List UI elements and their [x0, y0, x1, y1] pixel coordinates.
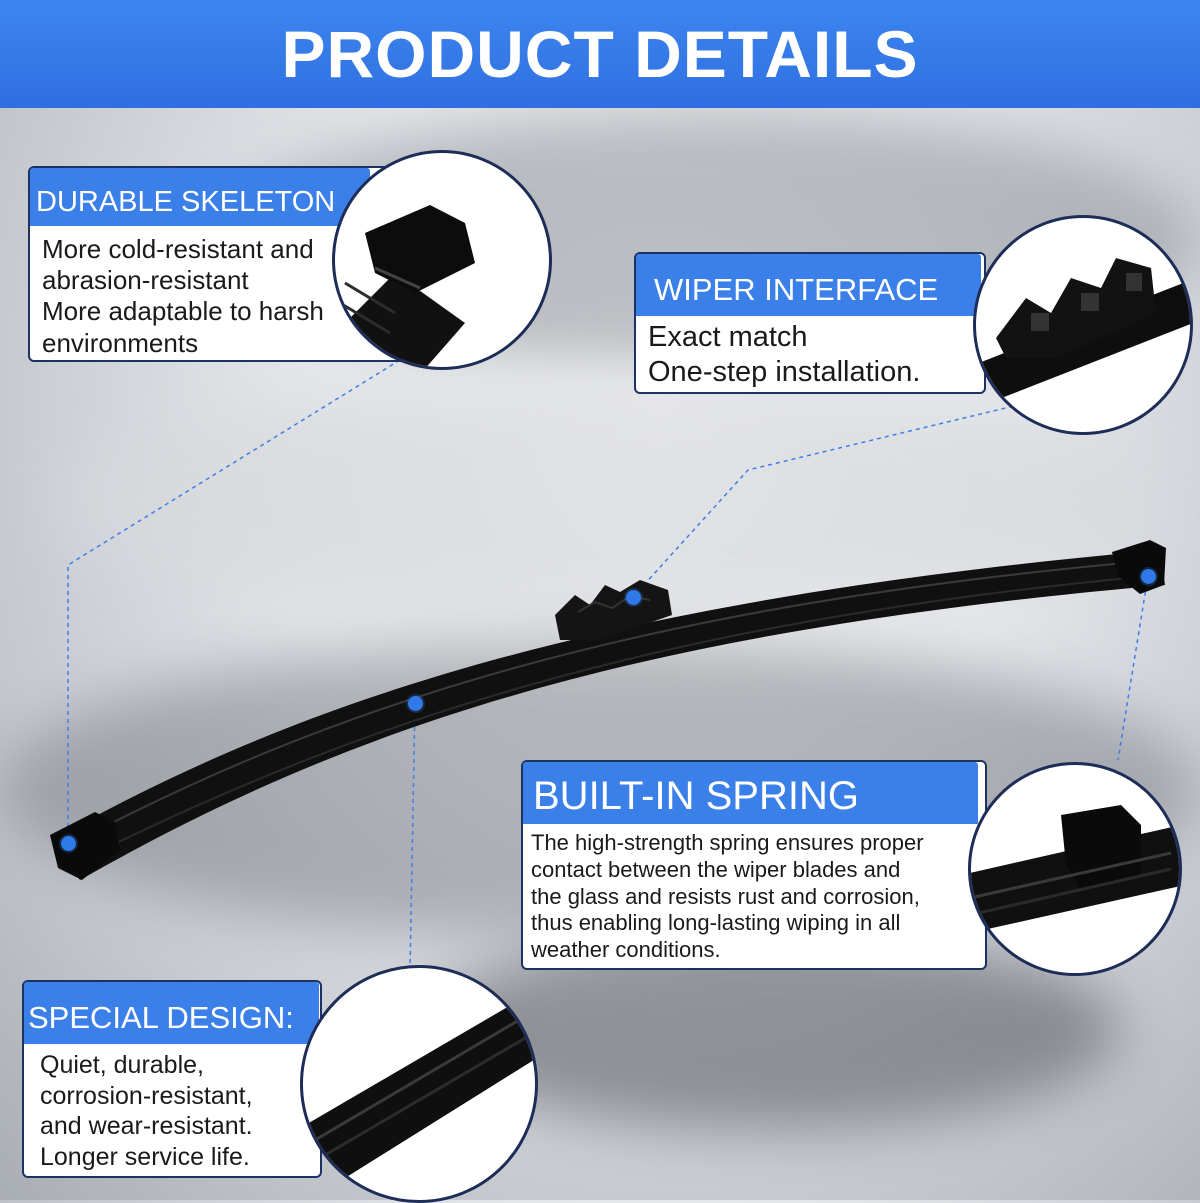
end-cap-closeup	[335, 205, 475, 367]
callout-built-in-spring: BUILT-IN SPRING The high-strength spring…	[521, 760, 987, 970]
callout-title: SPECIAL DESIGN:	[24, 982, 319, 1044]
zoom-circle-end-cap	[332, 150, 552, 370]
zoom-circle-adapter	[973, 215, 1193, 435]
callout-wiper-interface: WIPER INTERFACE Exact match One-step ins…	[634, 252, 986, 394]
callout-body: More cold-resistant and abrasion-resista…	[42, 234, 324, 358]
callout-title: BUILT-IN SPRING	[523, 762, 978, 824]
marker-dot-skeleton	[61, 836, 76, 851]
marker-dot-spring	[1141, 569, 1156, 584]
zoom-circle-spring	[968, 762, 1182, 976]
callout-body: Quiet, durable, corrosion-resistant, and…	[40, 1051, 253, 1171]
wiper-adapter	[555, 580, 672, 640]
callout-title: DURABLE SKELETON	[30, 168, 370, 226]
end-cap-left	[50, 812, 120, 880]
adapter-closeup	[976, 258, 1190, 408]
zoom-circle-blade	[300, 965, 538, 1203]
page-title: PRODUCT DETAILS	[281, 17, 919, 91]
marker-dot-design	[408, 696, 423, 711]
connector-lines	[67, 359, 1149, 971]
callout-body: Exact match One-step installation.	[648, 321, 921, 388]
wiper-blade-body	[52, 550, 1165, 880]
header-banner: PRODUCT DETAILS	[0, 0, 1200, 108]
spring-closeup	[971, 805, 1179, 933]
blade-closeup	[303, 998, 535, 1198]
callout-body: The high-strength spring ensures proper …	[531, 830, 924, 963]
callout-title: WIPER INTERFACE	[636, 254, 981, 316]
callout-special-design: SPECIAL DESIGN: Quiet, durable, corrosio…	[22, 980, 322, 1178]
marker-dot-interface	[626, 590, 641, 605]
